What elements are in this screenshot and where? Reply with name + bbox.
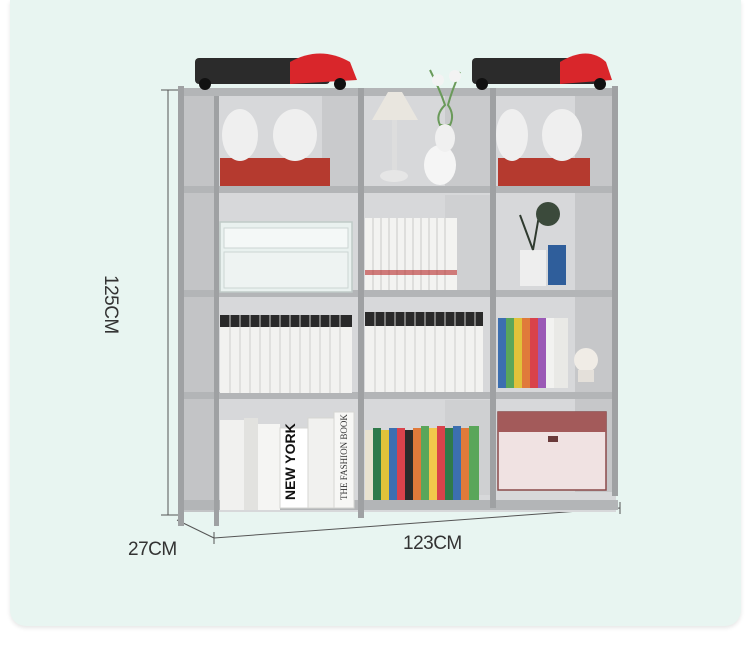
- book-set: [220, 315, 352, 393]
- colored-books: [365, 426, 479, 500]
- book-spine-fashion-book: THE FASHION BOOK: [339, 414, 349, 500]
- post-left: [178, 86, 184, 526]
- shelf-row-1: [178, 186, 618, 193]
- clear-storage-box: [219, 221, 353, 293]
- post-right: [612, 86, 618, 496]
- lotus-decoration: [574, 348, 598, 382]
- bottom-shelf: [178, 500, 618, 510]
- toy-car-left: [195, 53, 357, 90]
- book-spine-new-york: NEW YORK: [282, 423, 298, 500]
- table-lamp: [372, 92, 418, 182]
- post-middle-2: [490, 88, 496, 508]
- lion-statue: [538, 109, 590, 186]
- shelf-row-3: [178, 392, 618, 399]
- lion-statue: [268, 109, 330, 186]
- post-left-front: [214, 96, 219, 526]
- book-stack: [220, 411, 355, 510]
- depth-dimension-label: 27CM: [128, 539, 177, 560]
- height-dimension-label: 125CM: [100, 275, 121, 334]
- width-dimension-line: [213, 507, 621, 539]
- toy-car-right: [472, 53, 612, 90]
- book-set: [365, 218, 457, 290]
- lion-statue: [220, 109, 268, 186]
- posts: [178, 86, 618, 526]
- colored-books: [498, 318, 568, 388]
- lion-statue: [496, 109, 538, 186]
- shelf-row-2: [178, 290, 618, 297]
- potted-plant: [519, 202, 566, 286]
- width-dimension-label: 123CM: [403, 533, 462, 554]
- left-side-panel: [180, 92, 218, 512]
- book-set: [365, 312, 483, 392]
- vase-set: [424, 124, 456, 185]
- storage-chest: [497, 411, 607, 491]
- post-middle-1: [358, 88, 364, 518]
